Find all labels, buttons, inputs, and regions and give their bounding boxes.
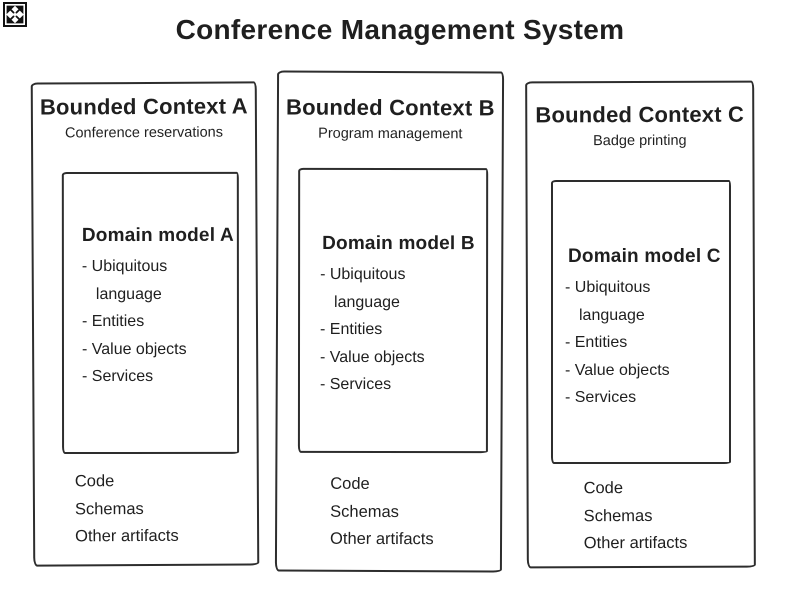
artifact-item: Schemas (74, 499, 144, 518)
artifact-item: Other artifacts (75, 526, 179, 546)
domain-model-item: - Entities (320, 320, 383, 339)
domain-model-item: - Ubiquitous language (564, 278, 651, 324)
artifact-item: Code (74, 472, 115, 491)
domain-model-item: - Services (564, 388, 637, 406)
context-subtitle: Program management (318, 125, 463, 143)
context-name: Bounded Context A (39, 93, 248, 120)
domain-model-title: Domain model B (322, 232, 475, 255)
fullscreen-expand-icon[interactable] (3, 2, 27, 27)
domain-model-item-list: - Ubiquitous language - Entities - Value o… (300, 261, 458, 399)
context-name: Bounded Context C (535, 101, 745, 128)
domain-model-item-list: - Ubiquitous language - Entities - Value o… (553, 274, 703, 412)
bounded-context-a-box: Bounded Context A Conference reservation… (30, 81, 260, 567)
domain-model-item: - Ubiquitous language (81, 257, 168, 303)
artifact-item: Other artifacts (583, 533, 688, 553)
domain-model-item-list: - Ubiquitous language - Entities - Value o… (64, 253, 220, 391)
domain-model-b-box: Domain model B - Ubiquitous language - En… (297, 167, 489, 454)
expand-arrows-icon (3, 2, 27, 27)
bounded-context-b-box: Bounded Context B Program management Dom… (274, 70, 505, 573)
artifact-item: Code (583, 479, 624, 498)
domain-model-title: Domain model A (81, 224, 234, 247)
domain-model-item: - Services (319, 375, 392, 394)
domain-model-c-box: Domain model C - Ubiquitous language - En… (550, 179, 731, 464)
bounded-context-c-box: Bounded Context C Badge printing Domain … (525, 80, 756, 569)
artifact-item: Schemas (330, 502, 399, 521)
domain-model-title: Domain model C (567, 245, 721, 267)
context-name: Bounded Context B (286, 94, 495, 121)
domain-model-item: - Ubiquitous language (320, 265, 406, 311)
artifact-item: Other artifacts (330, 529, 434, 549)
context-subtitle: Conference reservations (64, 124, 224, 142)
domain-model-item: - Services (81, 367, 154, 386)
artifact-item: Code (330, 474, 370, 493)
context-subtitle: Badge printing (593, 132, 687, 150)
page-title: Conference Management System (175, 14, 625, 45)
domain-model-item: - Entities (81, 312, 145, 331)
domain-model-item: - Entities (564, 333, 628, 351)
domain-model-a-box: Domain model A - Ubiquitous language - En… (61, 171, 240, 455)
artifact-item: Schemas (583, 506, 653, 525)
domain-model-item: - Value objects (81, 340, 187, 358)
domain-model-item: - Value objects (564, 361, 670, 379)
domain-model-item: - Value objects (320, 348, 425, 366)
